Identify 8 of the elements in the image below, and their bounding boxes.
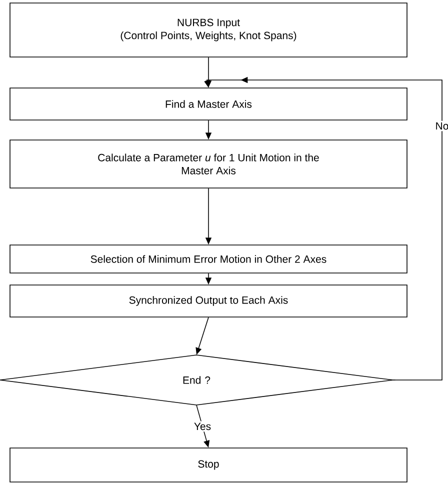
process-box: Calculate a Parameter u for 1 Unit Motion in the Master Axis [10,140,408,188]
process-box: Synchronized Output to Each Axis [10,284,408,318]
edge-label: No [434,120,448,132]
process-box: Find a Master Axis [10,88,408,120]
process-box: NURBS Input (Control Points, Weights, Knot Spans) [10,2,408,58]
edge-label: Yes [192,421,213,432]
process-box: Selection of Minimum Error Motion in Other 2 Axes [10,244,408,274]
process-box: Stop [10,448,408,482]
